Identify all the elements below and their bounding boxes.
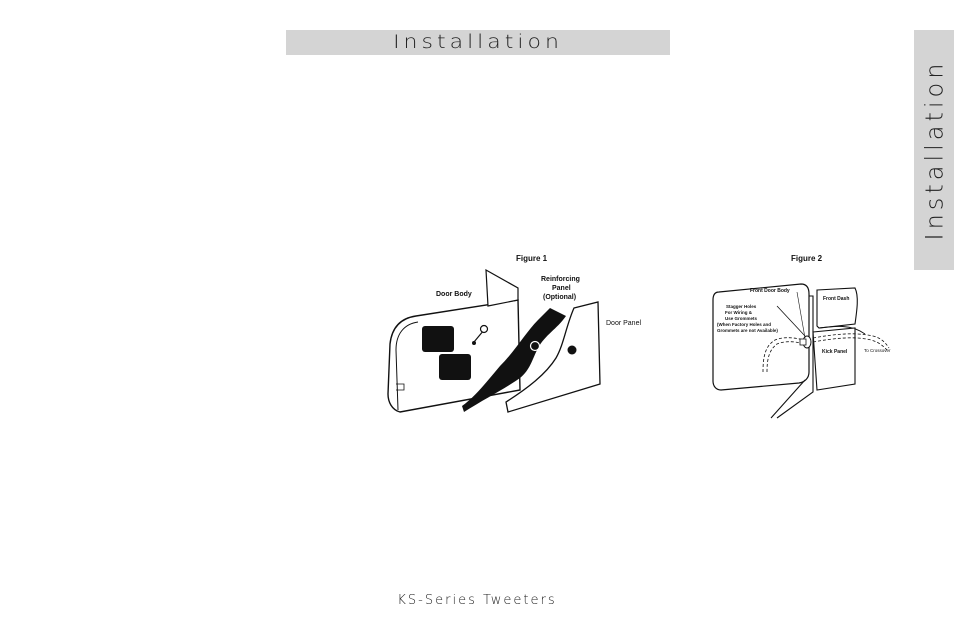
label-reinforcing-1: Reinforcing: [541, 276, 580, 283]
stagger-holes-leader: [776, 305, 806, 337]
label-reinforcing-3: (Optional): [543, 294, 577, 301]
figure2-wiring-diagram: [712, 283, 890, 419]
front-dash-shape: [816, 287, 858, 329]
front-door-body-leader: [796, 291, 806, 339]
label-stagger-5: Grommets are not Available): [717, 328, 778, 333]
figure1-door-diagram: [387, 268, 601, 413]
side-tab-title: Installation: [920, 59, 948, 241]
footer-title: KS-Series Tweeters: [397, 593, 557, 608]
door-body-notch: [396, 383, 405, 391]
reinforcing-panel-shape: [462, 308, 566, 412]
kick-panel-shape: [812, 327, 856, 391]
door-panel-shape: [505, 301, 601, 413]
door-body-edge: [395, 321, 419, 411]
figure1-title: Figure 1: [516, 254, 548, 263]
wiring-harness-outer: [766, 341, 806, 373]
label-door-body: Door Body: [436, 291, 472, 298]
page-header-bar: Installation: [286, 30, 670, 55]
label-stagger-1: Stagger Holes: [726, 304, 757, 309]
door-body-flange: [485, 268, 519, 307]
label-kick-panel: Kick Panel: [822, 349, 848, 355]
door-opening-lower: [439, 354, 471, 380]
crossover-wire-1: [812, 333, 890, 349]
door-pillar: [770, 295, 814, 419]
grommet-clip: [799, 338, 807, 346]
reinforcing-panel-hole: [529, 340, 541, 352]
wiring-harness-inner: [762, 337, 806, 373]
door-latch-ring: [479, 324, 489, 334]
front-door-body-shape: [712, 283, 810, 391]
door-opening-upper: [422, 326, 454, 352]
label-to-crossover: To Crossover: [864, 348, 891, 353]
crossover-wire-2: [812, 337, 888, 351]
front-dash-fold: [818, 325, 866, 335]
label-front-door-body: Front Door Body: [750, 288, 790, 294]
label-reinforcing-2: Panel: [552, 285, 571, 292]
figure2-title: Figure 2: [791, 254, 823, 263]
label-stagger-3: Use Grommets: [725, 316, 758, 321]
label-stagger-2: For Wiring &: [725, 310, 752, 315]
door-latch-dot: [472, 341, 476, 345]
label-door-panel: Door Panel: [606, 320, 642, 327]
label-front-dash: Front Dash: [823, 296, 850, 302]
section-side-tab: Installation: [914, 30, 954, 270]
door-panel-hole: [567, 345, 577, 355]
page-title: Installation: [393, 31, 563, 54]
label-stagger-4: (When Factory Holes and: [717, 322, 772, 327]
